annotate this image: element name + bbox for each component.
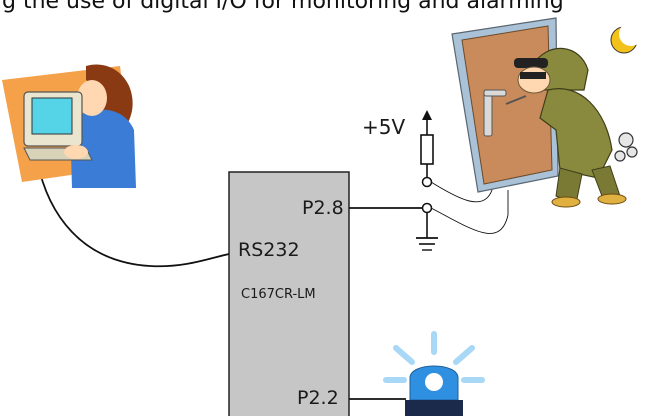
pin-p2-8-label: P2.8 <box>302 197 344 219</box>
serial-cable <box>36 159 230 268</box>
crescent-moon-icon <box>610 22 643 54</box>
pin-rs232-label: RS232 <box>238 239 300 261</box>
door-switch-wire-2 <box>430 190 509 234</box>
supply-arrow-head <box>422 110 432 120</box>
microcontroller-block <box>228 171 350 416</box>
supply-voltage-label: +5V <box>362 115 406 139</box>
alarm-beacon-icon <box>383 331 485 416</box>
pin-p2-2-label: P2.2 <box>297 387 339 409</box>
door-switch-wire-1 <box>430 160 493 203</box>
switch-contact-bottom <box>421 202 433 214</box>
person-at-computer-icon <box>2 64 136 188</box>
pullup-resistor <box>420 134 434 165</box>
microcontroller-part-label: C167CR-LM <box>241 287 316 302</box>
diagram-caption: g the use of digital I/O for monitoring … <box>2 0 564 14</box>
burglar-at-door-icon <box>451 17 638 208</box>
switch-contact-top <box>421 176 433 188</box>
